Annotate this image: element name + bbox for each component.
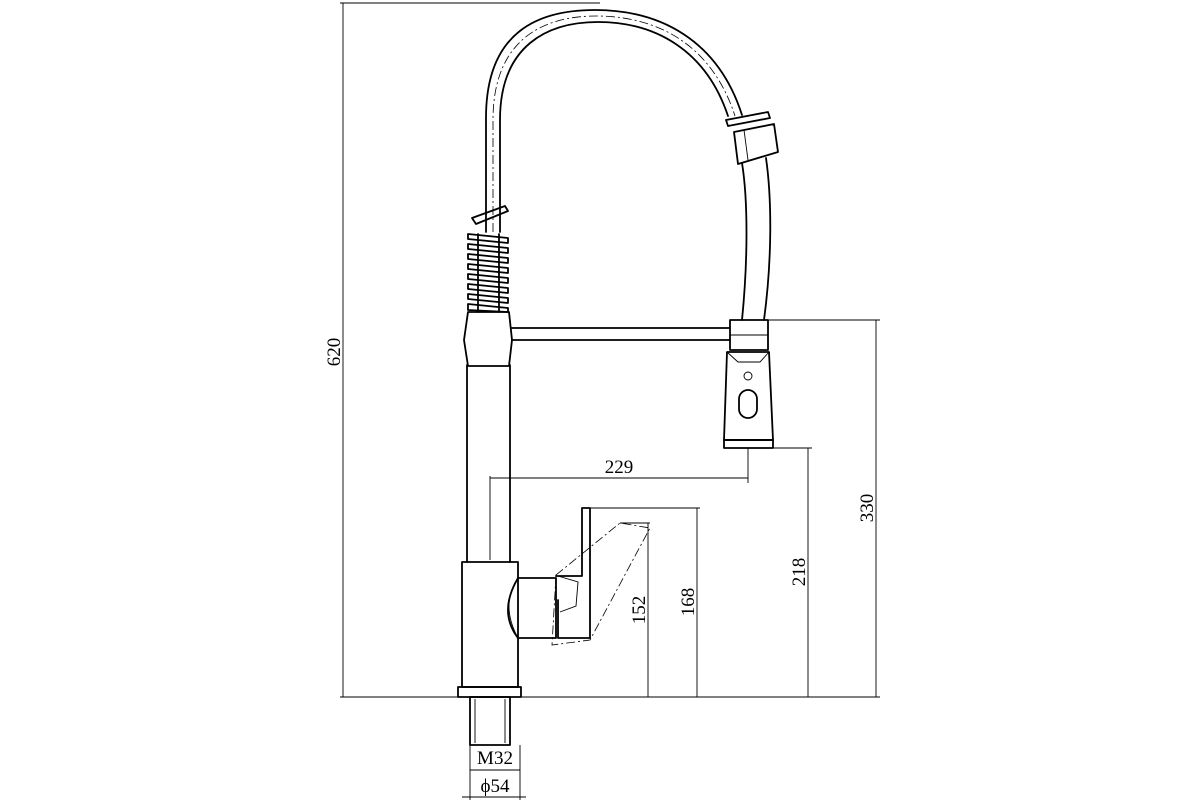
lever-handle	[555, 507, 591, 639]
column-collar	[463, 311, 513, 367]
base-flange	[457, 686, 522, 698]
hose-outer	[485, 9, 743, 233]
dim-label-aerator-height: 218	[789, 558, 810, 587]
spring-coil	[467, 233, 509, 313]
sprayer-button	[738, 389, 758, 419]
dim-label-thread: M32	[477, 748, 513, 769]
faucet-body	[457, 9, 779, 746]
mixer-body	[461, 561, 519, 688]
dim-label-total-height: 620	[324, 338, 345, 367]
dimension-lines	[342, 3, 877, 798]
dimension-labels: 620 229 330 218 168 152 M32 ϕ54	[324, 338, 878, 797]
hose-clip	[725, 111, 771, 127]
dim-label-body-height: 152	[629, 596, 650, 625]
extension-lines	[340, 2, 880, 800]
dim-label-base-diameter: ϕ54	[480, 776, 510, 797]
spring-clip	[471, 205, 509, 225]
hose-inner	[499, 21, 729, 233]
aerator-face	[723, 439, 774, 449]
sprayer-indicator	[743, 371, 753, 381]
hose-holder	[733, 123, 779, 165]
dim-label-spout-reach: 229	[605, 457, 634, 478]
threaded-shank	[469, 696, 511, 746]
dim-label-sprayer-height: 330	[857, 494, 878, 523]
handle-boss	[507, 577, 557, 639]
dim-label-lever-height: 168	[678, 588, 699, 617]
sprayer-head	[723, 351, 774, 441]
